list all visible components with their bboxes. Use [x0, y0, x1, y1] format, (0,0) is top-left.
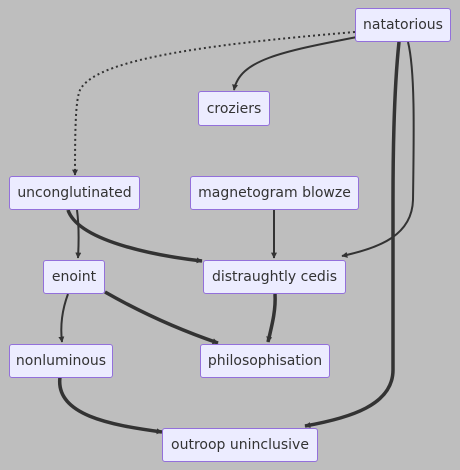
node-croziers[interactable]: croziers [198, 91, 270, 126]
node-label: philosophisation [207, 353, 323, 369]
edge-unconglutinated-enoint [75, 209, 82, 259]
edge-nonluminous-outroop-uninclusive [58, 376, 163, 435]
edge-distraughtly-cedis-philosophisation [266, 293, 277, 343]
node-philosophisation[interactable]: philosophisation [200, 344, 330, 378]
edge-natatorious-croziers [232, 36, 358, 91]
node-nonluminous[interactable]: nonluminous [9, 344, 113, 378]
node-natatorious[interactable]: natatorious [355, 8, 451, 42]
node-unconglutinated[interactable]: unconglutinated [9, 176, 140, 210]
edge-enoint-philosophisation [104, 290, 219, 345]
node-label: magnetogram blowze [198, 185, 351, 201]
node-magnetogram-blowze[interactable]: magnetogram blowze [190, 176, 359, 210]
node-label: outroop uninclusive [171, 437, 309, 453]
node-label: croziers [206, 100, 262, 117]
node-outroop-uninclusive[interactable]: outroop uninclusive [162, 428, 318, 462]
node-enoint[interactable]: enoint [43, 260, 105, 294]
node-label: unconglutinated [17, 185, 132, 201]
node-label: enoint [51, 269, 97, 285]
edge-natatorious-outroop-uninclusive [304, 41, 401, 429]
node-label: nonluminous [15, 353, 107, 369]
edge-enoint-nonluminous [58, 293, 69, 343]
node-label: distraughtly cedis [211, 269, 338, 285]
node-distraughtly-cedis[interactable]: distraughtly cedis [203, 260, 346, 294]
node-label: natatorious [363, 17, 443, 33]
edge-natatorious-distraughtly-cedis [341, 41, 415, 258]
edge-unconglutinated-distraughtly-cedis [66, 209, 203, 264]
